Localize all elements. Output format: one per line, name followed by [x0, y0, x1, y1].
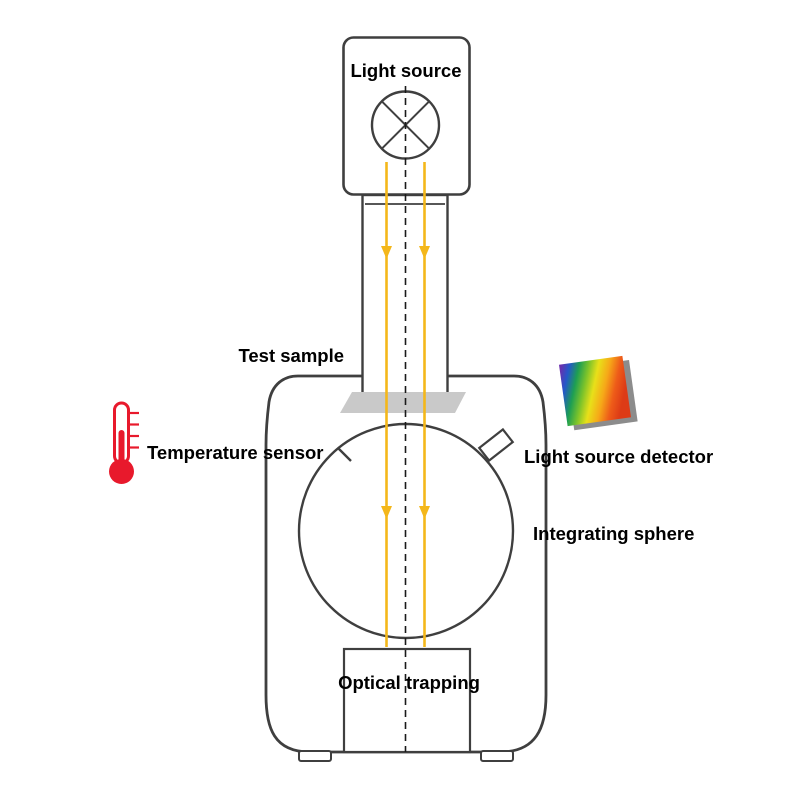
spectrum-chip-face [558, 355, 632, 427]
label-light-source-detector: Light source detector [524, 446, 713, 467]
label-temperature-sensor: Temperature sensor [147, 442, 324, 463]
thermometer-bulb [109, 459, 134, 484]
housing-foot-right [480, 750, 514, 762]
beam-arrowhead [381, 246, 392, 259]
label-light-source: Light source [350, 60, 461, 81]
thermometer-icon [109, 401, 139, 484]
sphere-port-tick [337, 447, 352, 462]
test-sample-plate [340, 392, 466, 413]
light-beam-right [419, 162, 430, 647]
housing-foot-left [298, 750, 332, 762]
spectrum-detector-icon [558, 355, 638, 431]
optical-trap-box [342, 647, 472, 754]
detector-port [477, 427, 515, 463]
label-optical-trapping: Optical trapping [338, 672, 480, 693]
beam-arrowhead [419, 246, 430, 259]
detector-port-body [477, 427, 515, 463]
label-integrating-sphere: Integrating sphere [533, 523, 694, 544]
label-test-sample: Test sample [238, 345, 344, 366]
beam-arrowhead [419, 506, 430, 519]
light-beam-left [381, 162, 392, 647]
beam-arrowhead [381, 506, 392, 519]
thermometer-mercury [118, 430, 125, 463]
